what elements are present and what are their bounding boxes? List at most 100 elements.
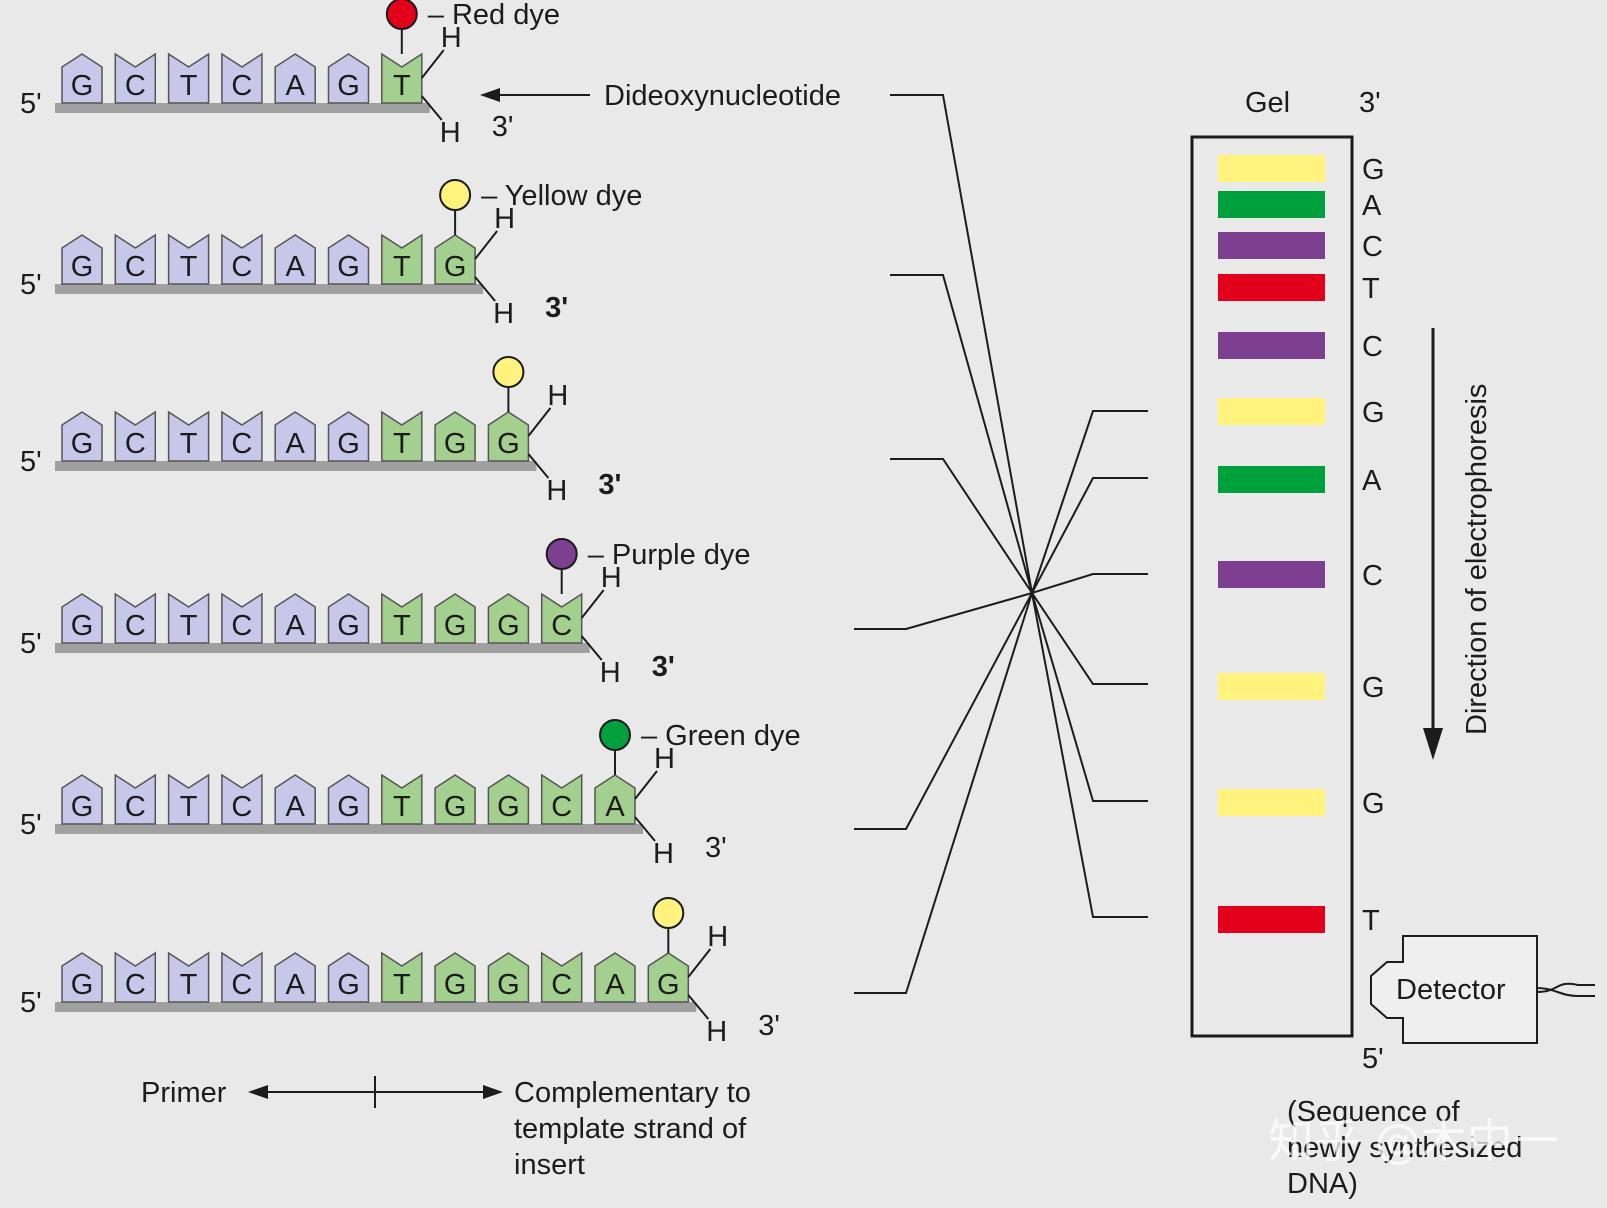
gel-band-green bbox=[1218, 466, 1325, 493]
nucleotide-label: G bbox=[497, 428, 520, 460]
new-nucleotide-C bbox=[540, 773, 583, 825]
new-nucleotide-G bbox=[434, 234, 476, 285]
hydrogen-label-lower: H bbox=[546, 475, 567, 507]
hydrogen-bond-upper bbox=[474, 230, 498, 260]
primer-nucleotide-T bbox=[167, 410, 210, 462]
new-nucleotide-G bbox=[647, 952, 690, 1003]
primer-nucleotide-G bbox=[327, 774, 370, 825]
primer-nucleotide-G bbox=[61, 593, 103, 644]
nucleotide-label: C bbox=[231, 969, 252, 1001]
gel-band-green bbox=[1218, 191, 1325, 218]
nucleotide-label: A bbox=[286, 70, 306, 102]
primer-nucleotide-G bbox=[327, 593, 370, 644]
connector-line-1 bbox=[890, 94, 1148, 594]
hydrogen-label-upper: H bbox=[441, 22, 462, 54]
dideoxy-annotation: Dideoxynucleotide bbox=[480, 80, 841, 112]
primer-nucleotide-G bbox=[327, 234, 370, 285]
gel-band-base-label: A bbox=[1362, 465, 1382, 497]
new-nucleotide-G bbox=[487, 411, 530, 462]
sugar-phosphate-backbone bbox=[55, 643, 590, 653]
direction-arrow-head bbox=[1423, 728, 1443, 760]
nucleotide-label: C bbox=[125, 428, 146, 460]
dye-label: – Green dye bbox=[641, 720, 801, 752]
nucleotide-label: C bbox=[231, 610, 252, 642]
primer-nucleotide-C bbox=[114, 592, 157, 644]
primer-nucleotide-T bbox=[167, 773, 210, 825]
nucleotide-label: G bbox=[497, 969, 520, 1001]
nucleotide-label: G bbox=[337, 70, 360, 102]
nucleotide-label: T bbox=[180, 251, 198, 283]
new-nucleotide-C bbox=[540, 951, 583, 1003]
sequence-caption-line-2: newly synthesized bbox=[1287, 1132, 1522, 1164]
hydrogen-bond-lower bbox=[474, 276, 496, 302]
hydrogen-label-lower: H bbox=[493, 298, 514, 330]
primer-label: Primer bbox=[141, 1077, 227, 1109]
connector-line-6 bbox=[854, 592, 1148, 994]
three-prime-label: 3' bbox=[492, 111, 514, 143]
nucleotide-label: G bbox=[71, 969, 94, 1001]
sugar-phosphate-backbone bbox=[55, 103, 430, 113]
five-prime-label: 5' bbox=[20, 88, 42, 120]
connector-lines bbox=[854, 94, 1148, 994]
gel-band-purple bbox=[1218, 561, 1325, 588]
green-dye-circle bbox=[599, 719, 631, 751]
new-nucleotide-A bbox=[594, 952, 636, 1003]
hydrogen-bond-upper bbox=[687, 948, 712, 978]
new-nucleotide-T bbox=[381, 592, 423, 644]
primer-nucleotide-T bbox=[167, 52, 210, 104]
nucleotide-label: A bbox=[605, 791, 625, 823]
dye-label: – Purple dye bbox=[588, 539, 751, 571]
nucleotide-label: C bbox=[125, 969, 146, 1001]
hydrogen-bond-upper bbox=[527, 407, 552, 437]
primer-nucleotide-G bbox=[61, 411, 103, 462]
primer-nucleotide-G bbox=[61, 234, 103, 285]
nucleotide-label: T bbox=[393, 251, 411, 283]
connector-line-4 bbox=[854, 591, 1148, 685]
gel-band-base-label: G bbox=[1362, 788, 1385, 820]
hydrogen-label-upper: H bbox=[601, 562, 622, 594]
nucleotide-label: A bbox=[286, 610, 306, 642]
gel-band-yellow bbox=[1218, 673, 1325, 700]
hydrogen-bond-lower bbox=[527, 453, 550, 479]
nucleotide-label: T bbox=[180, 969, 198, 1001]
nucleotide-label: T bbox=[393, 70, 411, 102]
primer-nucleotide-C bbox=[221, 773, 263, 825]
nucleotide-label: C bbox=[125, 251, 146, 283]
electrophoresis-direction: Direction of electrophoresis bbox=[1423, 328, 1493, 760]
primer-nucleotide-C bbox=[221, 233, 263, 285]
nucleotide-label: C bbox=[125, 70, 146, 102]
yellow-dye-circle bbox=[652, 897, 685, 929]
nucleotide-label: T bbox=[393, 610, 411, 642]
primer-nucleotide-T bbox=[167, 592, 210, 644]
nucleotide-label: G bbox=[71, 791, 94, 823]
five-prime-label: 5' bbox=[20, 269, 42, 301]
primer-nucleotide-G bbox=[61, 952, 103, 1003]
sugar-phosphate-backbone bbox=[55, 284, 484, 294]
new-nucleotide-A bbox=[594, 774, 636, 825]
primer-nucleotide-C bbox=[221, 410, 263, 462]
nucleotide-label: G bbox=[71, 251, 94, 283]
nucleotide-label: T bbox=[180, 791, 198, 823]
nucleotide-label: T bbox=[393, 969, 411, 1001]
primer-nucleotide-C bbox=[221, 52, 263, 104]
new-nucleotide-G bbox=[487, 774, 530, 825]
nucleotide-label: G bbox=[444, 610, 467, 642]
nucleotide-label: G bbox=[337, 251, 360, 283]
gel-band-base-label: A bbox=[1362, 190, 1382, 222]
nucleotide-label: C bbox=[231, 70, 252, 102]
primer-arrow-head-right bbox=[483, 1085, 503, 1099]
five-prime-label: 5' bbox=[20, 987, 42, 1019]
gel-band-base-label: C bbox=[1362, 331, 1383, 363]
nucleotide-label: G bbox=[444, 791, 467, 823]
nucleotide-label: C bbox=[125, 791, 146, 823]
primer-nucleotide-G bbox=[327, 411, 370, 462]
red-dye-circle bbox=[385, 0, 418, 30]
nucleotide-label: A bbox=[286, 428, 306, 460]
five-prime-label: 5' bbox=[20, 809, 42, 841]
detector-box bbox=[1370, 935, 1538, 1044]
